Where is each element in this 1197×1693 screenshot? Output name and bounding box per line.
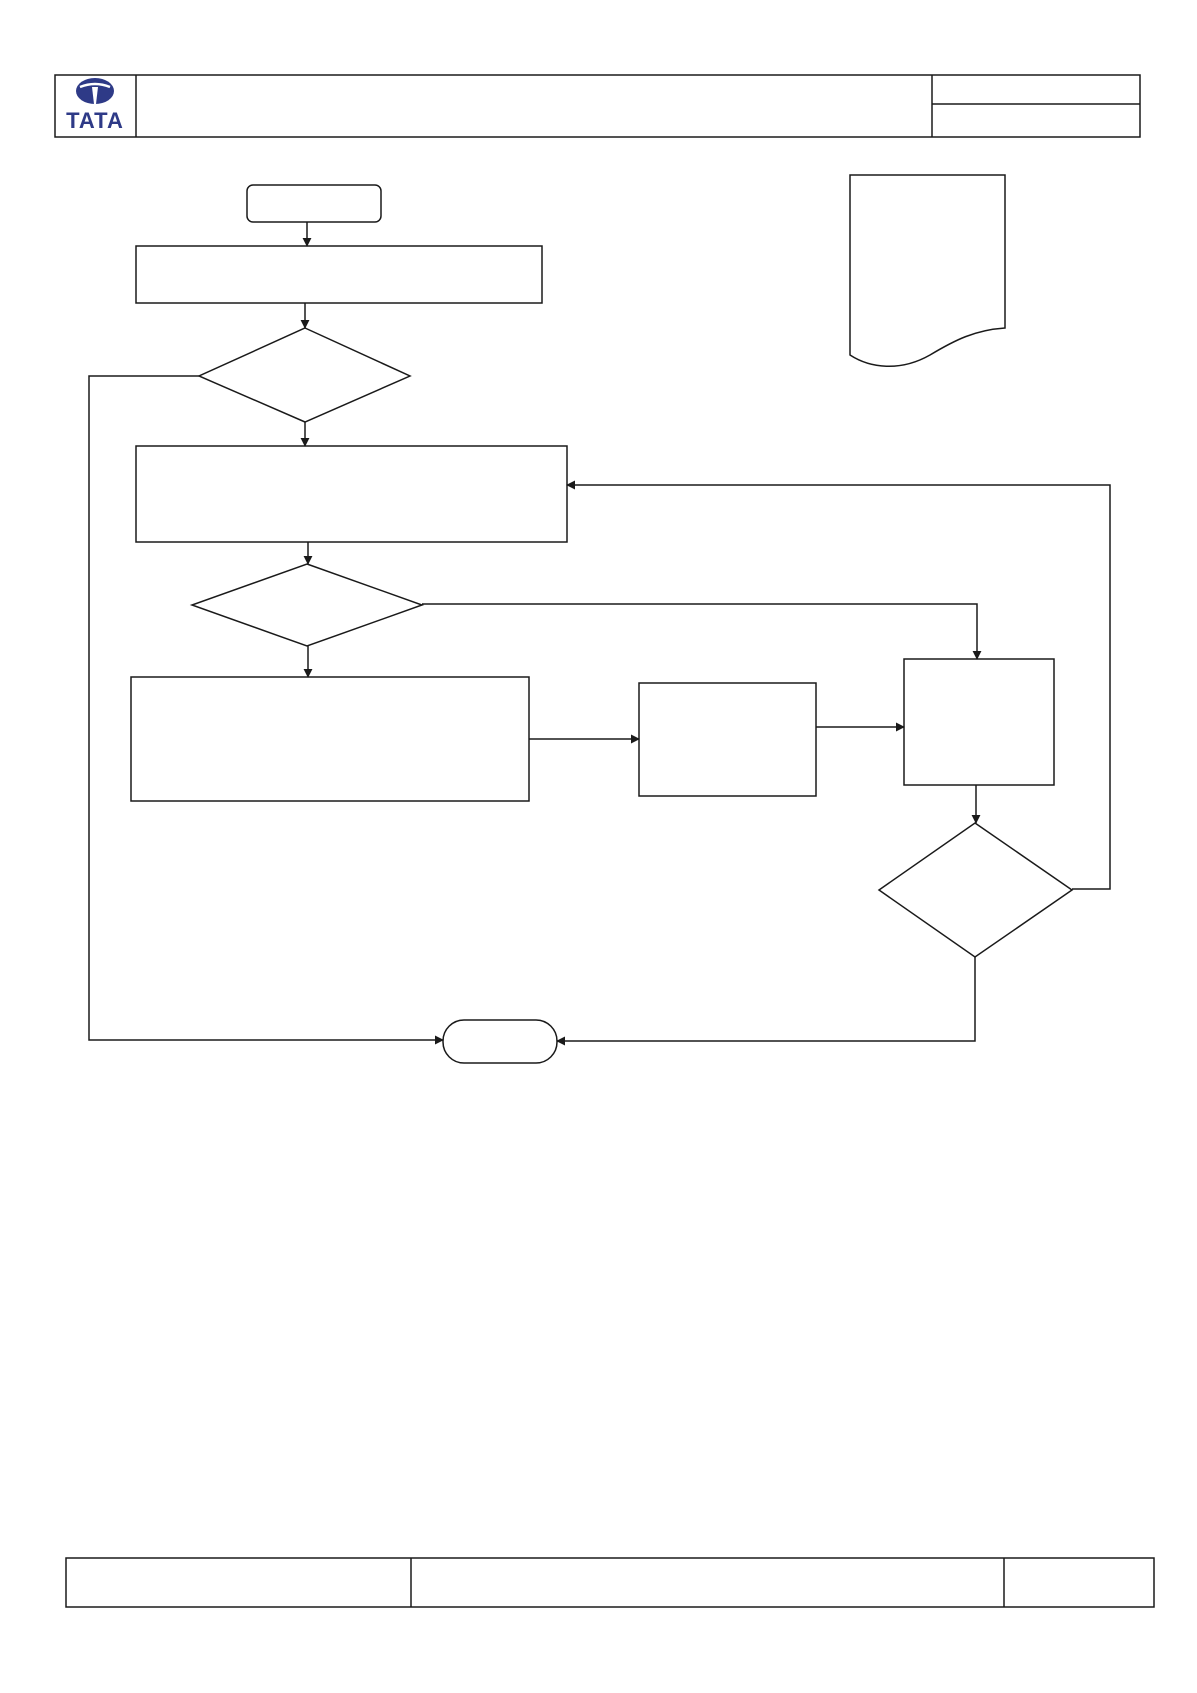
process-step-4 [638, 682, 817, 797]
process-step-2 [135, 445, 568, 543]
arrow-decision-1-to-end [88, 375, 444, 1045]
document-symbol [849, 174, 1006, 367]
arrow-decision-3-loop-to-step-2 [566, 480, 1111, 890]
footer-frame [65, 1557, 1155, 1608]
header: TATA [54, 74, 1141, 138]
tata-logo: TATA [66, 78, 124, 133]
footer [65, 1557, 1155, 1608]
decision-1 [197, 327, 412, 423]
arrow-decision-3-to-end [556, 957, 976, 1046]
process-step-1 [135, 245, 543, 304]
decision-2 [189, 563, 425, 647]
start-terminator [246, 184, 382, 223]
process-step-5 [903, 658, 1055, 786]
header-frame [54, 74, 1141, 138]
flowchart [88, 174, 1111, 1064]
decision-3 [877, 822, 1074, 958]
tata-logo-text: TATA [66, 108, 124, 133]
end-terminator [442, 1019, 558, 1064]
tata-logo-icon [76, 78, 114, 104]
process-step-3 [130, 676, 530, 802]
arrow-decision-2-to-step-5 [422, 603, 982, 660]
